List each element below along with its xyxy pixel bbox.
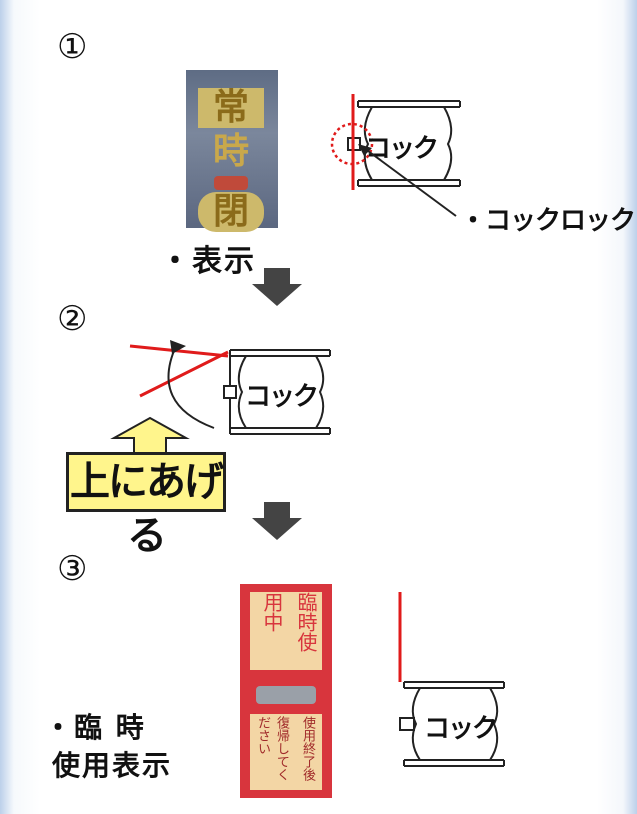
sign-char-1: 常 <box>198 88 264 128</box>
lock-pointer-arrow <box>358 144 457 217</box>
sign-bottom-left-text: 復帰してください <box>256 716 290 781</box>
down-arrow-1 <box>252 268 302 306</box>
valve-diagram-3 <box>398 592 505 767</box>
sign-knob-icon <box>214 176 248 190</box>
sign-bottom-right-text: 使用終了後 <box>301 716 316 781</box>
valve-diagram-2 <box>129 340 331 435</box>
step-number-2: ② <box>57 299 88 339</box>
display-caption: ・表示 <box>160 244 256 279</box>
sign-bar-icon <box>256 686 316 704</box>
step-number-3: ③ <box>57 549 88 589</box>
temporary-caption-line1: ・臨 時 <box>44 711 146 744</box>
down-arrow-2 <box>252 502 302 540</box>
temporary-caption-line2: 使用表示 <box>52 749 173 782</box>
valve-label-2: コック <box>245 382 319 412</box>
sign-bottom-panel: 使用終了後 復帰してください <box>250 714 322 790</box>
sign-char-2: 時 <box>212 131 249 172</box>
step-number-1: ① <box>57 27 88 67</box>
normally-closed-sign: 常 時 閉 <box>186 70 278 232</box>
cock-lock-label: ・コックロック <box>460 206 636 236</box>
up-arrow-icon <box>110 416 190 456</box>
sign-top-panel: 臨時使用中 <box>250 592 322 670</box>
raise-up-instruction: 上にあげる <box>66 452 226 559</box>
temporary-use-sign: 臨時使用中 使用終了後 復帰してください <box>240 584 332 798</box>
valve-label-3: コック <box>424 714 498 744</box>
valve-diagram-1 <box>330 94 461 190</box>
sign-char-3: 閉 <box>198 192 264 232</box>
